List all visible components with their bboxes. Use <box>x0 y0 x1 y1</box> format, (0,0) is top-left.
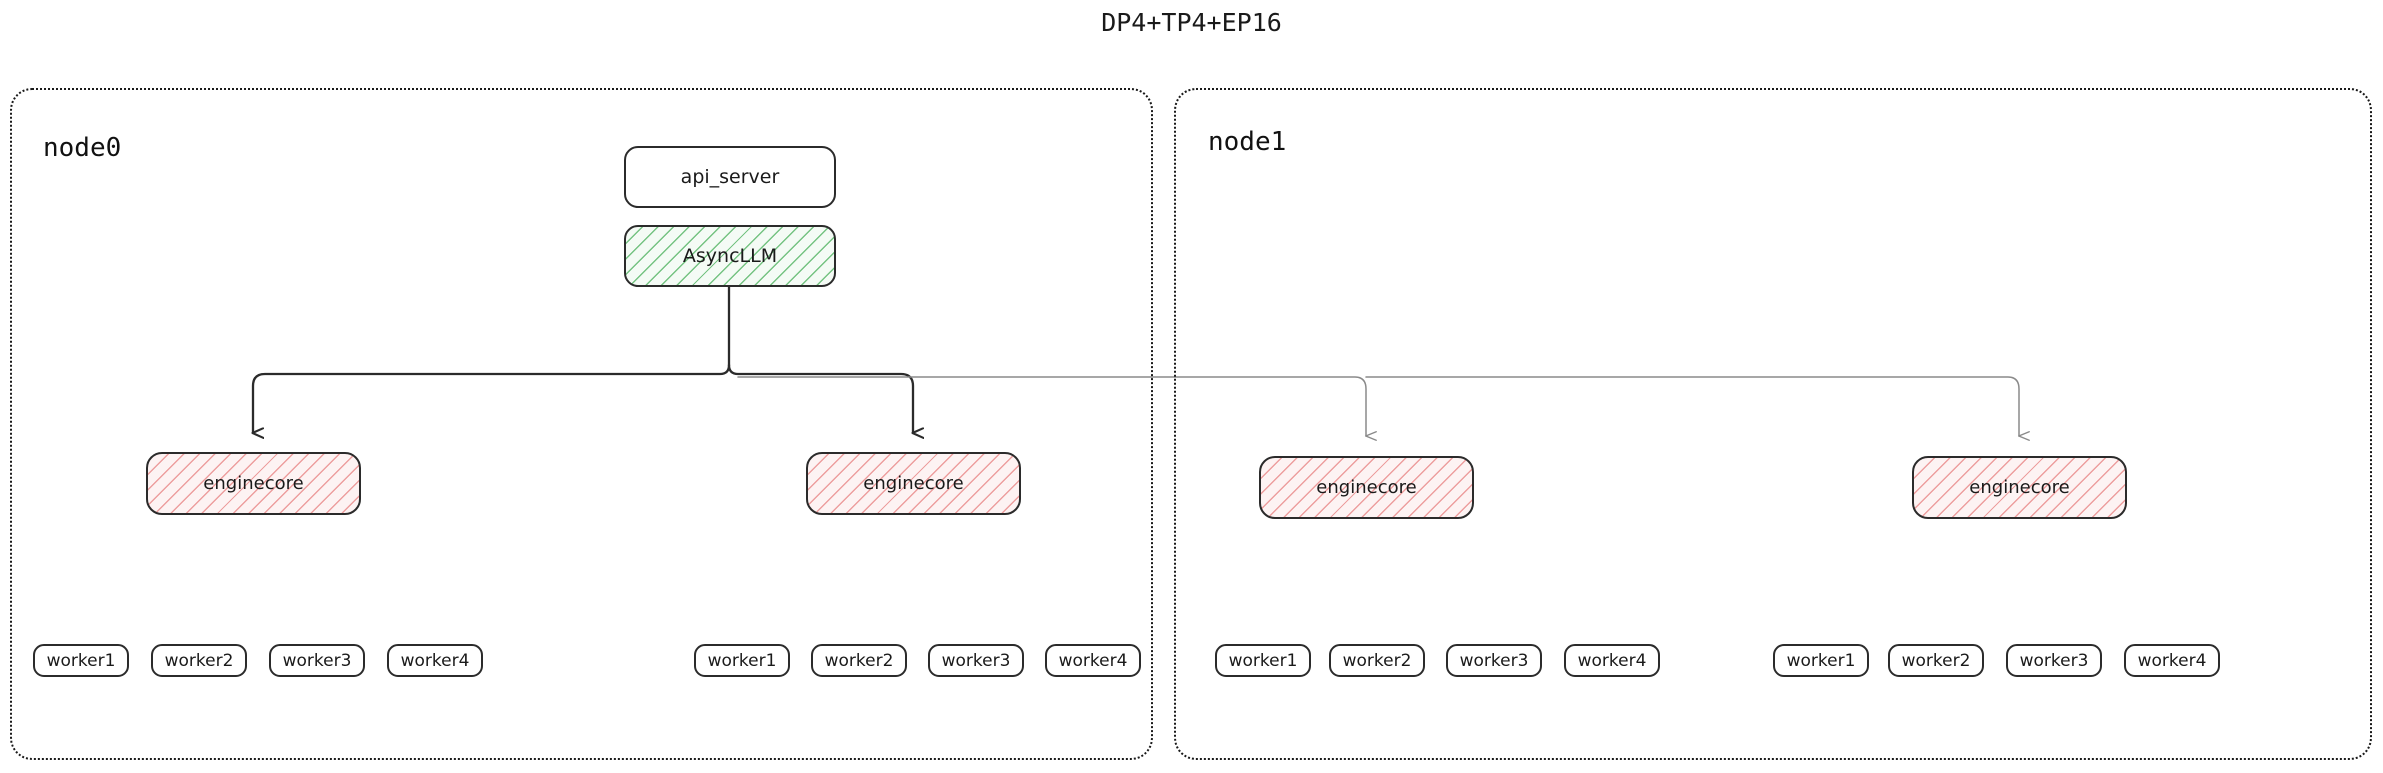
node-container-node1 <box>1174 88 2372 760</box>
enginecore-label: enginecore <box>1969 477 2070 498</box>
arrow-to-node1-engine2 <box>1365 376 2030 441</box>
arrow-to-node0-engine2 <box>727 363 913 433</box>
enginecore-box-node0-2[interactable]: enginecore <box>806 452 1021 515</box>
worker-box[interactable]: worker3 <box>928 644 1024 677</box>
worker-box[interactable]: worker2 <box>1888 644 1984 677</box>
worker-box[interactable]: worker3 <box>2006 644 2102 677</box>
worker-label: worker1 <box>707 650 777 671</box>
page-title: DP4+TP4+EP16 <box>1101 8 1282 37</box>
enginecore-label: enginecore <box>203 473 304 494</box>
worker-label: worker4 <box>1577 650 1647 671</box>
worker-label: worker2 <box>164 650 234 671</box>
worker-box[interactable]: worker2 <box>811 644 907 677</box>
worker-box[interactable]: worker3 <box>1446 644 1542 677</box>
worker-label: worker3 <box>282 650 352 671</box>
worker-box[interactable]: worker4 <box>1564 644 1660 677</box>
enginecore-label: enginecore <box>863 473 964 494</box>
worker-box[interactable]: worker1 <box>694 644 790 677</box>
worker-label: worker4 <box>400 650 470 671</box>
enginecore-box-node0-1[interactable]: enginecore <box>146 452 361 515</box>
api-server-box[interactable]: api_server <box>624 146 836 208</box>
worker-label: worker2 <box>824 650 894 671</box>
node-label-node1: node1 <box>1208 127 1287 157</box>
worker-box[interactable]: worker1 <box>33 644 129 677</box>
worker-label: worker3 <box>1459 650 1529 671</box>
worker-label: worker2 <box>1901 650 1971 671</box>
worker-label: worker2 <box>1342 650 1412 671</box>
worker-box[interactable]: worker4 <box>1045 644 1141 677</box>
enginecore-box-node1-2[interactable]: enginecore <box>1912 456 2127 519</box>
worker-label: worker3 <box>2019 650 2089 671</box>
worker-label: worker4 <box>1058 650 1128 671</box>
worker-label: worker1 <box>1786 650 1856 671</box>
enginecore-box-node1-1[interactable]: enginecore <box>1259 456 1474 519</box>
async-llm-label: AsyncLLM <box>682 245 778 267</box>
node-container-node0 <box>10 88 1153 760</box>
worker-label: worker4 <box>2137 650 2207 671</box>
worker-box[interactable]: worker4 <box>2124 644 2220 677</box>
worker-box[interactable]: worker3 <box>269 644 365 677</box>
arrow-to-node1-engine1 <box>737 376 1377 441</box>
worker-label: worker3 <box>941 650 1011 671</box>
arrow-to-node0-engine1 <box>253 363 731 433</box>
worker-box[interactable]: worker1 <box>1215 644 1311 677</box>
worker-box[interactable]: worker1 <box>1773 644 1869 677</box>
worker-box[interactable]: worker2 <box>151 644 247 677</box>
async-llm-box[interactable]: AsyncLLM <box>624 225 836 287</box>
node-label-node0: node0 <box>43 133 122 163</box>
worker-label: worker1 <box>46 650 116 671</box>
api-server-label: api_server <box>680 166 780 188</box>
worker-label: worker1 <box>1228 650 1298 671</box>
enginecore-label: enginecore <box>1316 477 1417 498</box>
worker-box[interactable]: worker2 <box>1329 644 1425 677</box>
worker-box[interactable]: worker4 <box>387 644 483 677</box>
